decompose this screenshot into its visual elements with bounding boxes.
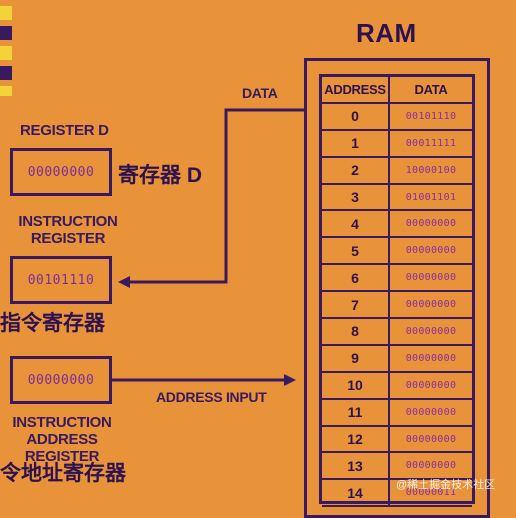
ram-address-cell: 12 — [322, 426, 390, 454]
ram-address-cell: 7 — [322, 292, 390, 320]
ram-data-cell: 00000000 — [390, 346, 472, 373]
register-d-box: 00000000 — [10, 148, 112, 196]
ram-address-cell: 14 — [322, 480, 390, 508]
ram-address-cell: 1 — [322, 130, 390, 158]
ram-address-cell: 6 — [322, 265, 390, 293]
instruction-register-label-zh: 指令寄存器 — [0, 312, 105, 335]
data-wire-arrowhead — [118, 276, 130, 288]
register-d-label: REGISTER D — [20, 122, 109, 139]
ram-data-cell: 00000000 — [390, 319, 472, 346]
ram-data-cell: 00000000 — [390, 373, 472, 400]
ram-address-cell: 8 — [322, 319, 390, 346]
instruction-register-value: 00101110 — [27, 272, 95, 288]
ram-title: RAM — [356, 18, 417, 48]
ram-address-cell: 11 — [322, 399, 390, 427]
instruction-address-register-label: INSTRUCTION ADDRESS REGISTER — [0, 414, 124, 465]
instruction-address-register-value: 00000000 — [27, 372, 95, 388]
instruction-address-register-label-line2: ADDRESS REGISTER — [24, 431, 100, 465]
address-wire-label: ADDRESS INPUT — [156, 389, 267, 405]
instruction-address-register-box: 00000000 — [10, 356, 112, 404]
ram-data-cell: 00000000 — [390, 238, 472, 266]
ram-address-cell: 9 — [322, 345, 390, 373]
ram-data-cell: 00000000 — [390, 427, 472, 454]
ram-header-data: DATA — [390, 77, 472, 104]
wires — [112, 108, 304, 386]
ram-data-cell: 00101110 — [390, 104, 472, 131]
ram-address-cell: 3 — [322, 184, 390, 212]
data-wire — [128, 108, 304, 284]
instruction-register-label-line1: INSTRUCTION — [18, 213, 118, 230]
instruction-register-label: INSTRUCTION REGISTER — [16, 213, 120, 247]
ram-address-cell: 13 — [322, 453, 390, 481]
register-d-label-zh: 寄存器 D — [118, 164, 202, 187]
ram-address-cell: 2 — [322, 157, 390, 185]
ram-address-cell: 4 — [322, 211, 390, 239]
ram-data-cell: 10000100 — [390, 158, 472, 185]
instruction-register-label-line2: REGISTER — [30, 230, 106, 247]
ram-address-cell: 0 — [322, 103, 390, 131]
ram-header-address: ADDRESS — [322, 77, 390, 104]
instruction-address-register-label-zh: 令地址寄存器 — [0, 462, 126, 485]
ram-data-cell: 01001101 — [390, 185, 472, 212]
instruction-address-register-label-line1: INSTRUCTION — [12, 414, 112, 431]
ram-data-cell: 00000000 — [390, 265, 472, 293]
register-d-value: 00000000 — [27, 164, 95, 180]
ram-data-cell: 00011111 — [390, 131, 472, 158]
ram-data-cell: 00000000 — [390, 400, 472, 427]
address-wire-arrowhead — [284, 374, 296, 386]
data-wire-label: DATA — [242, 85, 278, 101]
logo-fragment — [0, 6, 14, 98]
ram-data-cell: 00000000 — [390, 211, 472, 239]
ram-address-cell: 5 — [322, 238, 390, 266]
ram-address-cell: 10 — [322, 372, 390, 400]
ram-data-cell: 00000000 — [390, 453, 472, 481]
instruction-register-box: 00101110 — [10, 256, 112, 304]
ram-data-cell: 00000000 — [390, 292, 472, 320]
watermark: @稀土掘金技术社区 — [396, 479, 496, 491]
